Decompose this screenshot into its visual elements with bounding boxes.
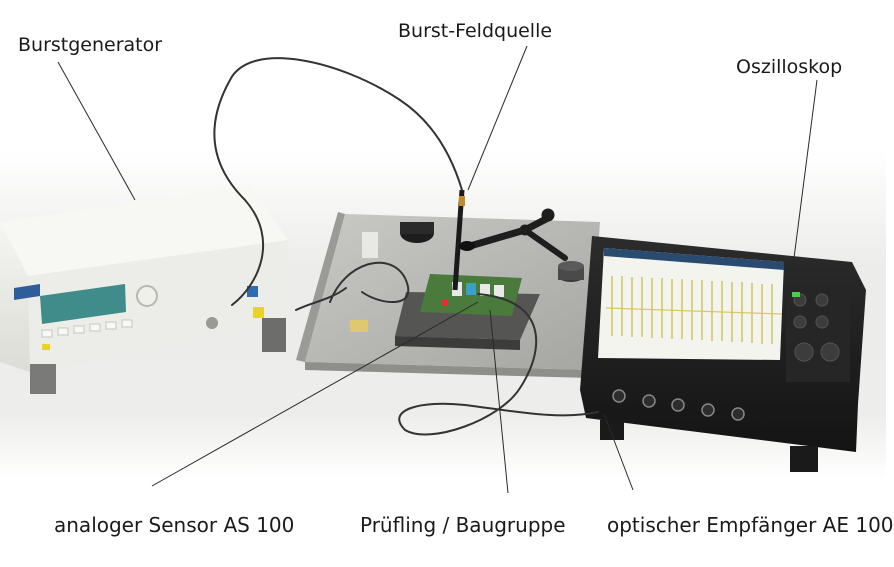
label-pruefling: Prüfling / Baugruppe bbox=[360, 513, 566, 537]
pcb-board bbox=[420, 274, 522, 316]
label-burstgenerator: Burstgenerator bbox=[18, 34, 163, 56]
leader-lines bbox=[57, 45, 818, 494]
field-source-probe bbox=[452, 189, 475, 291]
magnetic-mount bbox=[400, 222, 584, 282]
label-burst-feldquelle: Burst-Feldquelle bbox=[398, 20, 553, 42]
articulated-arm bbox=[466, 208, 568, 261]
label-oszilloskop: Oszilloskop bbox=[736, 56, 843, 78]
oscilloscope bbox=[580, 236, 866, 472]
label-optischer-empfaenger: optischer Empfänger AE 100 bbox=[607, 513, 894, 537]
cables bbox=[213, 57, 599, 436]
label-analoger-sensor: analoger Sensor AS 100 bbox=[54, 513, 295, 537]
burst-generator bbox=[0, 186, 292, 394]
